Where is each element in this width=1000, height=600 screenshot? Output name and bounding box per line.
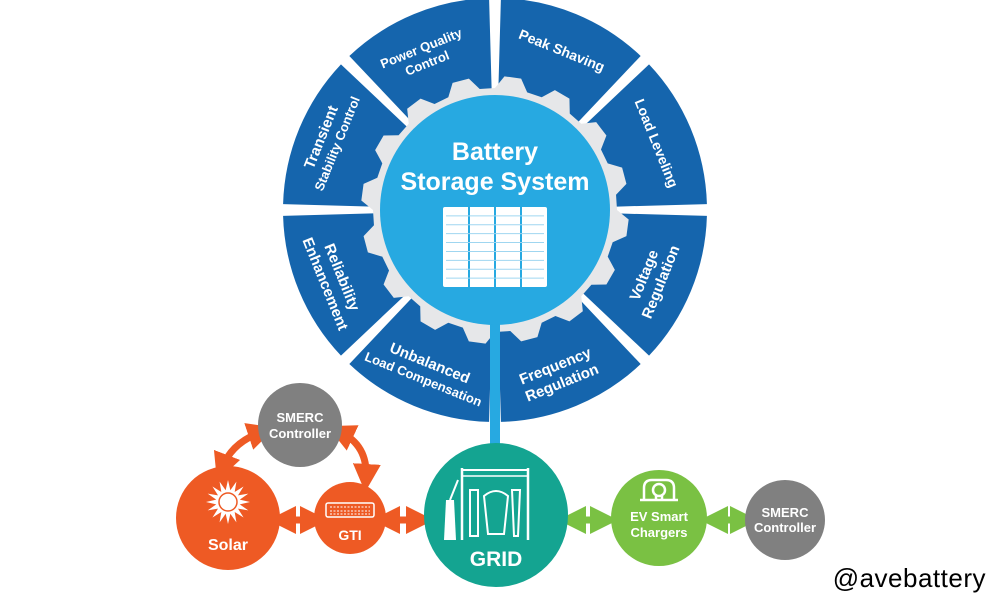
grid-node [424,443,568,587]
grid-label: GRID [470,548,523,571]
hub-grid-connector [490,300,500,450]
ev-chargers-node [611,470,707,566]
smerc-right-line1: SMERC [762,505,810,520]
smerc-controller-left [258,383,342,467]
ring-segment-peak-shaving [498,0,641,125]
battery-rack-icon [443,207,547,287]
ring-segment-voltage-regulation [580,213,707,356]
hub-title-line2: Storage System [401,168,590,196]
smerc-left-line1: SMERC [277,410,325,425]
solar-label: Solar [208,537,248,554]
gti-node [314,482,386,554]
ring-segment-transient [283,64,410,207]
smerc-left-line2: Controller [269,426,331,441]
ev-line1: EV Smart [630,509,688,524]
smerc-controller-right [745,480,825,560]
hub-title-line1: Battery [452,138,538,166]
smerc-right-line2: Controller [754,520,816,535]
ring-segment-unbalanced-load [349,295,492,422]
power-tower-icon [444,468,530,540]
inverter-icon [325,502,375,518]
arrow-smerc-gti [327,425,381,492]
sun-icon [206,480,250,524]
gti-label: GTI [338,527,361,543]
ev-line2: Chargers [630,525,687,540]
watermark: @avebattery [832,563,986,593]
arrow-smerc-solar [213,423,276,482]
ev-charger-icon [640,478,678,502]
sun-core [218,492,238,512]
